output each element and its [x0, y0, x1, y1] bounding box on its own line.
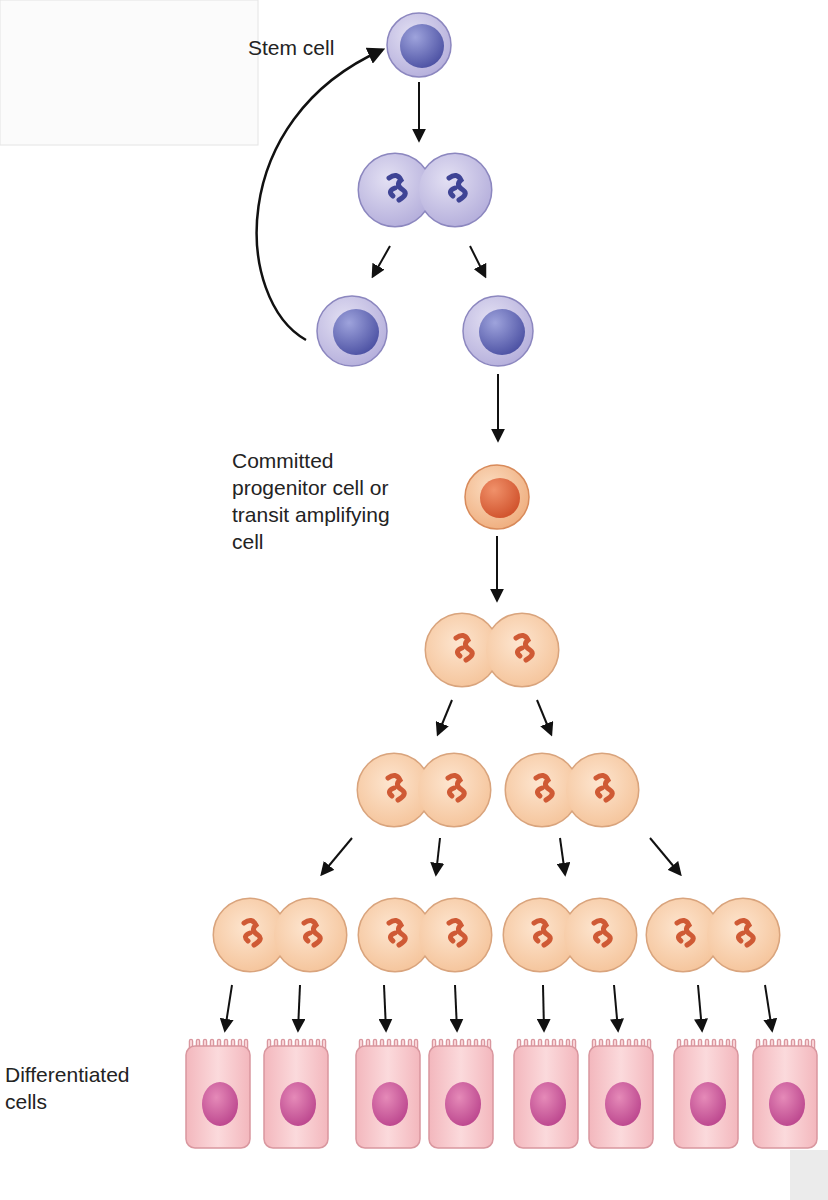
arrow: [765, 985, 772, 1030]
cell-shape: [464, 464, 530, 530]
arrow: [497, 374, 499, 440]
differentiated-cell: [514, 1041, 578, 1148]
arrow: [455, 985, 457, 1030]
dividing-stem-cell: [359, 154, 491, 226]
dividing-progenitor-cell: [358, 754, 490, 826]
corner-panel: [790, 1150, 828, 1200]
cell-membrane: [465, 465, 529, 529]
differentiated-cell: [674, 1041, 738, 1148]
arrow: [650, 838, 680, 874]
cell-membrane: [387, 13, 451, 77]
arrow: [496, 536, 498, 600]
differentiated-cell: [753, 1041, 817, 1148]
differentiated-cell: [356, 1041, 420, 1148]
row-label: Differentiated cells: [5, 1061, 165, 1115]
differentiated-cell: [589, 1041, 653, 1148]
arrow: [373, 246, 390, 276]
dividing-progenitor-cell: [426, 614, 558, 686]
arrow: [298, 985, 300, 1030]
daughter-stem-cell: [317, 296, 387, 366]
arrow: [698, 985, 702, 1030]
arrow: [436, 838, 440, 874]
cell-nucleus: [400, 24, 444, 68]
arrow: [537, 700, 551, 734]
arrow: [384, 985, 386, 1030]
arrow: [322, 838, 352, 874]
arrow: [418, 82, 420, 140]
cell-nucleus: [480, 478, 520, 518]
arrow: [614, 985, 618, 1030]
dividing-progenitor-cell: [214, 899, 346, 971]
daughter-stem-cell: [463, 296, 533, 366]
arrow: [225, 985, 232, 1030]
arrow: [543, 985, 544, 1030]
dividing-progenitor-cell: [647, 899, 779, 971]
dividing-progenitor-cell: [504, 899, 636, 971]
self-renewal-arrow: [257, 50, 382, 340]
arrow: [560, 838, 565, 874]
differentiated-cell: [264, 1041, 328, 1148]
cell-label: Committed progenitor cell or transit amp…: [232, 447, 390, 555]
arrow: [470, 246, 485, 276]
corner-panel: [0, 0, 258, 145]
progenitor-cell: Committed progenitor cell or transit amp…: [464, 464, 530, 530]
differentiated-cell: [186, 1041, 250, 1148]
arrow: [438, 700, 452, 734]
stem-cell: Stem cell: [386, 12, 452, 78]
cell-label: Stem cell: [248, 34, 373, 61]
differentiated-cell: [429, 1041, 493, 1148]
dividing-progenitor-cell: [506, 754, 638, 826]
cell-shape: [386, 12, 452, 78]
dividing-progenitor-cell: [359, 899, 491, 971]
